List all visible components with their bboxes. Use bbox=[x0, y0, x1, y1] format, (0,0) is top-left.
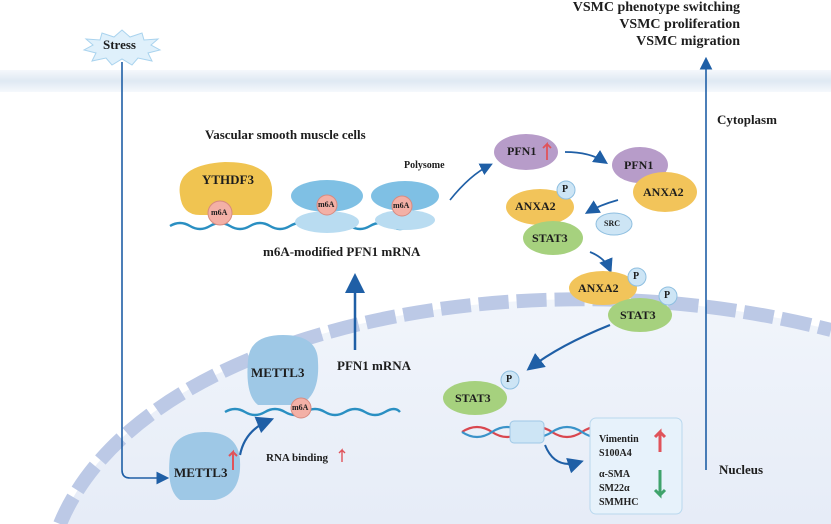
mettl3-nuclear-label: METTL3 bbox=[174, 465, 228, 480]
nuclear-mrna bbox=[224, 407, 401, 417]
phospho-4 bbox=[500, 370, 520, 390]
ribosome-1-small bbox=[295, 211, 359, 233]
ythdf3-protein bbox=[179, 162, 273, 215]
src-kinase bbox=[595, 212, 633, 236]
mettl3-mrna-protein bbox=[247, 335, 319, 405]
ythdf3-label: YTHDF3 bbox=[202, 172, 254, 187]
phospho-label-4: P bbox=[506, 374, 513, 385]
gene-s100a4: S100A4 bbox=[599, 448, 632, 459]
stress-arrow bbox=[121, 62, 170, 485]
phospho-3 bbox=[658, 286, 678, 306]
phospho-label-3: P bbox=[664, 290, 671, 301]
stress-label: Stress bbox=[103, 37, 136, 52]
m6a-mark-4 bbox=[290, 397, 312, 419]
promoter-block bbox=[509, 420, 545, 444]
outcome-phenotype: VSMC phenotype switching bbox=[572, 0, 740, 15]
src-label: SRC bbox=[604, 219, 621, 228]
phospho-label-1: P bbox=[562, 184, 569, 195]
transcription-arrow bbox=[544, 444, 584, 474]
stat3-complex-2 bbox=[608, 298, 672, 332]
polysome-label: Polysome bbox=[404, 160, 445, 171]
m6a-label-2: m6A bbox=[318, 200, 335, 209]
stat3-bound-1 bbox=[523, 221, 583, 255]
cell-membrane bbox=[0, 70, 831, 92]
outcome-migration: VSMC migration bbox=[636, 34, 740, 49]
down-arrow bbox=[653, 470, 667, 499]
phospho-1 bbox=[556, 180, 576, 200]
outcome-proliferation: VSMC proliferation bbox=[619, 17, 740, 32]
up-arrow bbox=[653, 428, 667, 452]
anxa2-bound bbox=[633, 172, 697, 212]
m6a-mark-2 bbox=[316, 194, 338, 216]
pfn1-mrna-label: PFN1 mRNA bbox=[337, 358, 412, 373]
anxa2-complex-2 bbox=[569, 271, 637, 305]
anxa2-phospho-label: ANXA2 bbox=[515, 199, 556, 213]
mettl3-mrna-label: METTL3 bbox=[251, 365, 305, 380]
rna-binding-up-arrow bbox=[338, 448, 346, 462]
pfn1-protein bbox=[494, 134, 558, 170]
mettl3-binding-arrow bbox=[238, 416, 275, 456]
complex-arrow bbox=[589, 251, 613, 274]
stat3-nuclear-label: STAT3 bbox=[455, 391, 491, 405]
stat3-bound-label-1: STAT3 bbox=[532, 231, 568, 245]
phospho-label-2: P bbox=[633, 271, 640, 282]
stress-burst bbox=[82, 29, 162, 66]
translation-arrow bbox=[449, 163, 493, 201]
mettl3-up-arrow bbox=[228, 449, 238, 470]
anxa2-bound-label: ANXA2 bbox=[643, 185, 684, 199]
gene-asma: α-SMA bbox=[599, 469, 631, 480]
pfn1-bound-label: PFN1 bbox=[624, 158, 654, 172]
rna-binding-label: RNA binding bbox=[266, 452, 329, 464]
stat3-complex-label: STAT3 bbox=[620, 308, 656, 322]
ribosome-2-small bbox=[375, 210, 435, 230]
m6a-label-1: m6A bbox=[211, 208, 228, 217]
binding-arrow bbox=[564, 150, 608, 164]
pfn1-up-arrow bbox=[542, 141, 552, 160]
pfn1-label: PFN1 bbox=[507, 144, 537, 158]
gene-vimentin: Vimentin bbox=[599, 434, 639, 445]
gene-sm22a: SM22α bbox=[599, 483, 630, 494]
m6a-mark-1 bbox=[207, 200, 233, 226]
m6a-label-4: m6A bbox=[292, 403, 309, 412]
nucleus-label: Nucleus bbox=[719, 462, 764, 477]
gene-smmhc: SMMHC bbox=[599, 497, 639, 508]
cytoplasm-label: Cytoplasm bbox=[717, 112, 777, 127]
m6a-label-3: m6A bbox=[393, 201, 410, 210]
phospho-arrow bbox=[584, 199, 619, 214]
nuclear-envelope bbox=[53, 292, 831, 524]
anxa2-complex-label: ANXA2 bbox=[578, 281, 619, 295]
vsmc-label: Vascular smooth muscle cells bbox=[205, 127, 366, 142]
phospho-2 bbox=[627, 267, 647, 287]
m6a-mrna-label: m6A-modified PFN1 mRNA bbox=[263, 244, 421, 259]
nuclear-import-arrow bbox=[526, 323, 611, 371]
stat3-nuclear bbox=[443, 381, 507, 415]
anxa2-phospho bbox=[506, 189, 574, 225]
m6a-mark-3 bbox=[391, 195, 413, 217]
mettl3-nuclear-protein bbox=[169, 432, 241, 500]
